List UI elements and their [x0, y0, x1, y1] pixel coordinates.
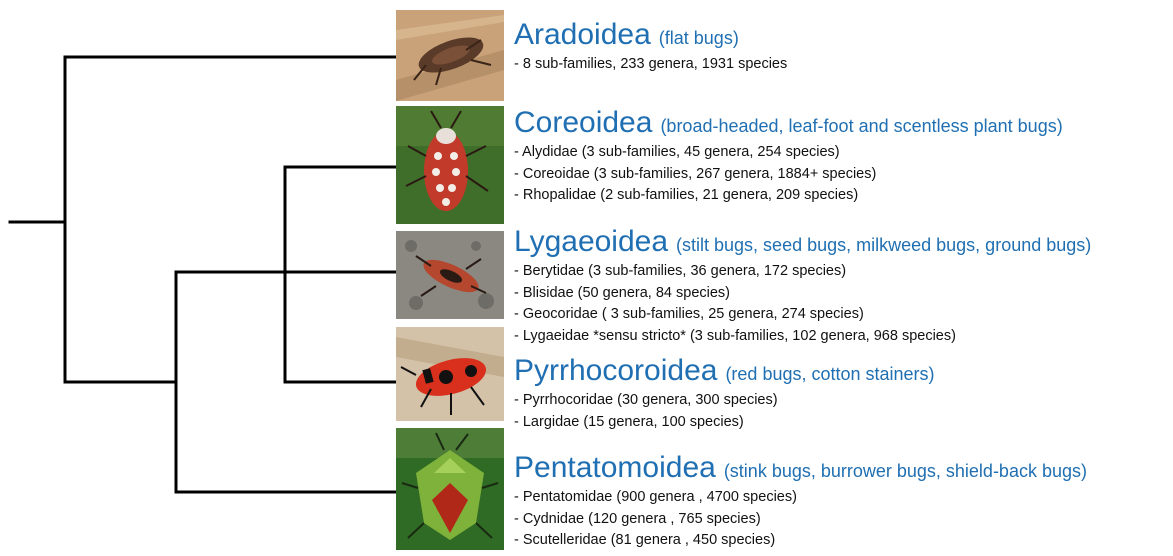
- common-names: (red bugs, cotton stainers): [725, 364, 934, 384]
- cladogram: [0, 0, 400, 556]
- pentatomoidea-photo: [396, 428, 504, 550]
- lygaeoidea-photo: [396, 231, 504, 319]
- group-title-line: Pyrrhocoroidea (red bugs, cotton stainers…: [514, 356, 935, 386]
- group-title-line: Aradoidea (flat bugs): [514, 20, 787, 50]
- coreid-bug-photo-icon: [396, 106, 504, 224]
- family-item: - Pentatomidae (900 genera , 4700 specie…: [514, 487, 1087, 509]
- group-coreoidea: Coreoidea (broad-headed, leaf-foot and sc…: [514, 108, 1063, 207]
- seed-bug-photo-icon: [396, 231, 504, 319]
- family-list: - Alydidae (3 sub-families, 45 genera, 2…: [514, 142, 1063, 207]
- family-item: - Blisidae (50 genera, 84 species): [514, 283, 1091, 305]
- pyrrhocoroidea-photo: [396, 327, 504, 421]
- coreoidea-photo: [396, 106, 504, 224]
- family-item: - Berytidae (3 sub-families, 36 genera, …: [514, 261, 1091, 283]
- family-item: - Pyrrhocoridae (30 genera, 300 species): [514, 390, 935, 412]
- shield-bug-photo-icon: [396, 428, 504, 550]
- group-lygaeoidea: Lygaeoidea (stilt bugs, seed bugs, milkwe…: [514, 227, 1091, 347]
- group-title-line: Lygaeoidea (stilt bugs, seed bugs, milkwe…: [514, 227, 1091, 257]
- common-names: (stilt bugs, seed bugs, milkweed bugs, g…: [676, 235, 1091, 255]
- family-item: - Geocoridae ( 3 sub-families, 25 genera…: [514, 304, 1091, 326]
- group-aradoidea: Aradoidea (flat bugs) - 8 sub-families, 2…: [514, 20, 787, 76]
- family-item: - Coreoidae (3 sub-families, 267 genera,…: [514, 164, 1063, 186]
- family-item: - Cydnidae (120 genera , 765 species): [514, 509, 1087, 531]
- family-item: - Rhopalidae (2 sub-families, 21 genera,…: [514, 185, 1063, 207]
- superfamily-name: Coreoidea: [514, 106, 652, 139]
- group-pentatomoidea: Pentatomoidea (stink bugs, burrower bugs,…: [514, 453, 1087, 552]
- family-list: - 8 sub-families, 233 genera, 1931 speci…: [514, 54, 787, 76]
- family-list: - Berytidae (3 sub-families, 36 genera, …: [514, 261, 1091, 347]
- superfamily-name: Pyrrhocoroidea: [514, 354, 717, 387]
- family-list: - Pentatomidae (900 genera , 4700 specie…: [514, 487, 1087, 552]
- group-title-line: Pentatomoidea (stink bugs, burrower bugs,…: [514, 453, 1087, 483]
- common-names: (broad-headed, leaf-foot and scentless p…: [660, 116, 1062, 136]
- superfamily-name: Lygaeoidea: [514, 225, 668, 258]
- aradoidea-photo: [396, 10, 504, 101]
- family-item: - 8 sub-families, 233 genera, 1931 speci…: [514, 54, 787, 76]
- superfamily-name: Pentatomoidea: [514, 451, 716, 484]
- common-names: (stink bugs, burrower bugs, shield-back …: [724, 461, 1087, 481]
- group-title-line: Coreoidea (broad-headed, leaf-foot and sc…: [514, 108, 1063, 138]
- family-item: - Largidae (15 genera, 100 species): [514, 412, 935, 434]
- family-list: - Pyrrhocoridae (30 genera, 300 species)…: [514, 390, 935, 433]
- superfamily-name: Aradoidea: [514, 18, 651, 51]
- family-item: - Lygaeidae *sensu stricto* (3 sub-famil…: [514, 326, 1091, 348]
- family-item: - Alydidae (3 sub-families, 45 genera, 2…: [514, 142, 1063, 164]
- family-item: - Scutelleridae (81 genera , 450 species…: [514, 530, 1087, 552]
- flat-bug-photo-icon: [396, 10, 504, 101]
- firebug-photo-icon: [396, 327, 504, 421]
- common-names: (flat bugs): [659, 28, 739, 48]
- group-pyrrhocoroidea: Pyrrhocoroidea (red bugs, cotton stainers…: [514, 356, 935, 433]
